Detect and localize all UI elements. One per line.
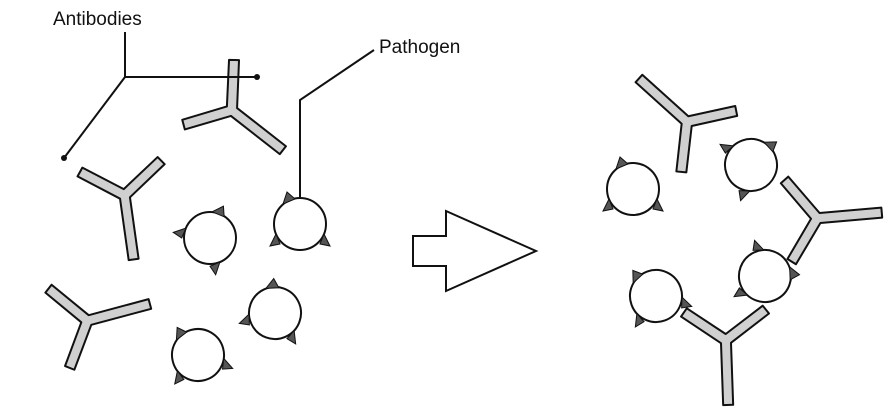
pathogen-icon [236, 271, 316, 349]
antibody-icon [177, 54, 311, 186]
antibody-icon [779, 167, 885, 266]
pathogen-icon [269, 191, 331, 251]
antibody-icon [42, 260, 163, 373]
pathogen-icon [602, 156, 664, 216]
pathogen-icon [169, 193, 255, 279]
pathogen-icon [615, 254, 695, 332]
antibody-icon [608, 44, 743, 178]
pathogen-label: Pathogen [379, 37, 460, 58]
antibody-icon [679, 304, 774, 408]
pathogen-leader [297, 49, 375, 213]
antibody-icon [75, 155, 179, 267]
pathogen-icon [159, 315, 235, 389]
pathogen-icon [715, 124, 793, 204]
arrow-right-icon [412, 209, 539, 293]
antibodies-label: Antibodies [53, 9, 142, 30]
antibodies-leader [61, 32, 260, 161]
